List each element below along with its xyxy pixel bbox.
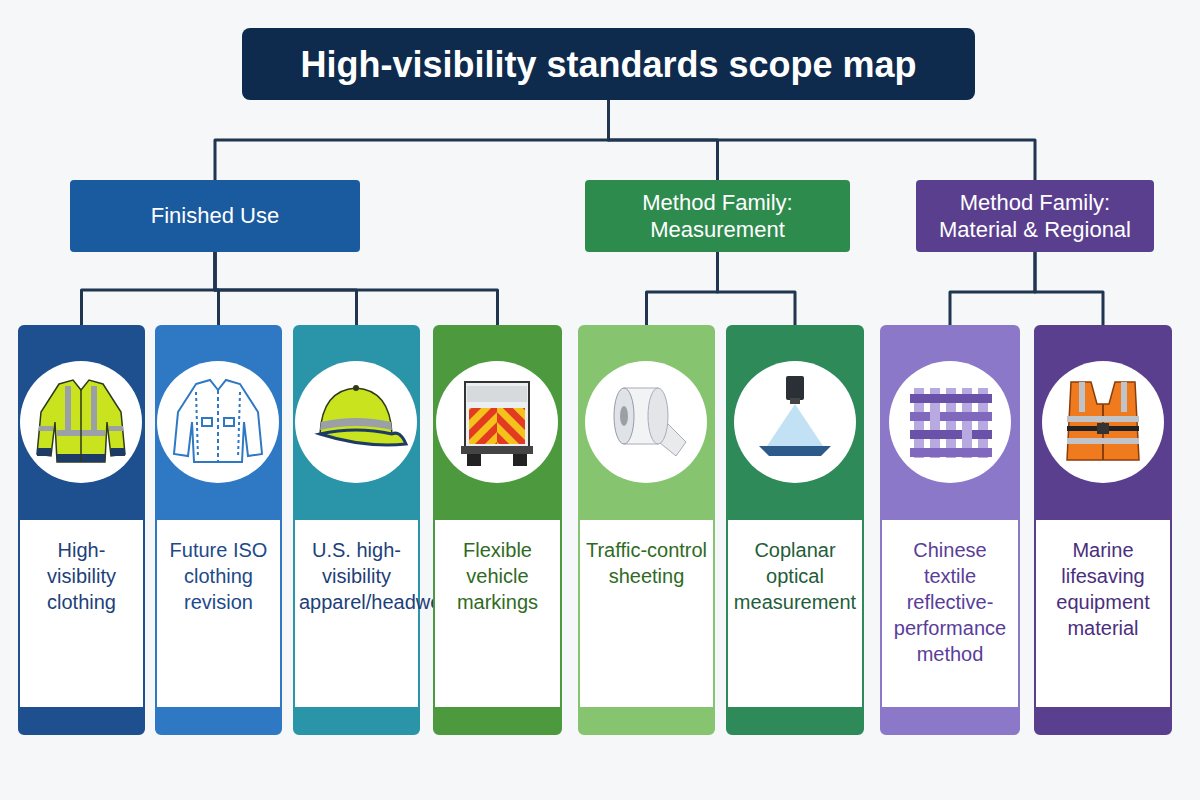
scope-card: Flexible vehicle markings [433, 325, 562, 735]
tree-connector [609, 100, 1036, 180]
scope-card: U.S. high-visibility apparel/headwear [293, 325, 420, 735]
category-box: Finished Use [70, 180, 360, 252]
card-label: High-visibility clothing [24, 537, 139, 615]
box-label: Method Family: Material & Regional [928, 189, 1142, 244]
scope-card: Coplanar optical measurement [726, 325, 864, 735]
card-label: Traffic-control sheeting [584, 537, 709, 589]
card-label: U.S. high-visibility apparel/headwear [299, 537, 414, 615]
category-box: Method Family: Material & Regional [916, 180, 1154, 252]
tree-connector [1035, 252, 1103, 325]
scope-card: Future ISO clothing revision [155, 325, 282, 735]
box-label: Finished Use [151, 202, 279, 230]
tree-connector [950, 252, 1035, 325]
scope-card: Chinese textile reflective-performance m… [880, 325, 1020, 735]
tree-connector [215, 100, 609, 180]
box-label: Method Family: Measurement [597, 189, 838, 244]
card-label: Marine lifesaving equipment material [1040, 537, 1166, 641]
scope-card: High-visibility clothing [18, 325, 145, 735]
tree-connector [82, 252, 216, 325]
card-label: Flexible vehicle markings [439, 537, 556, 615]
scope-card: Marine lifesaving equipment material [1034, 325, 1172, 735]
tree-connector [647, 252, 718, 325]
card-label: Future ISO clothing revision [161, 537, 276, 615]
category-box: Method Family: Measurement [585, 180, 850, 252]
box-label: High-visibility standards scope map [300, 42, 916, 87]
scope-card: Traffic-control sheeting [578, 325, 715, 735]
tree-connector [718, 252, 796, 325]
card-label: Coplanar optical measurement [732, 537, 858, 615]
title-box: High-visibility standards scope map [242, 28, 975, 100]
card-label: Chinese textile reflective-performance m… [886, 537, 1014, 667]
tree-connector [215, 252, 498, 325]
